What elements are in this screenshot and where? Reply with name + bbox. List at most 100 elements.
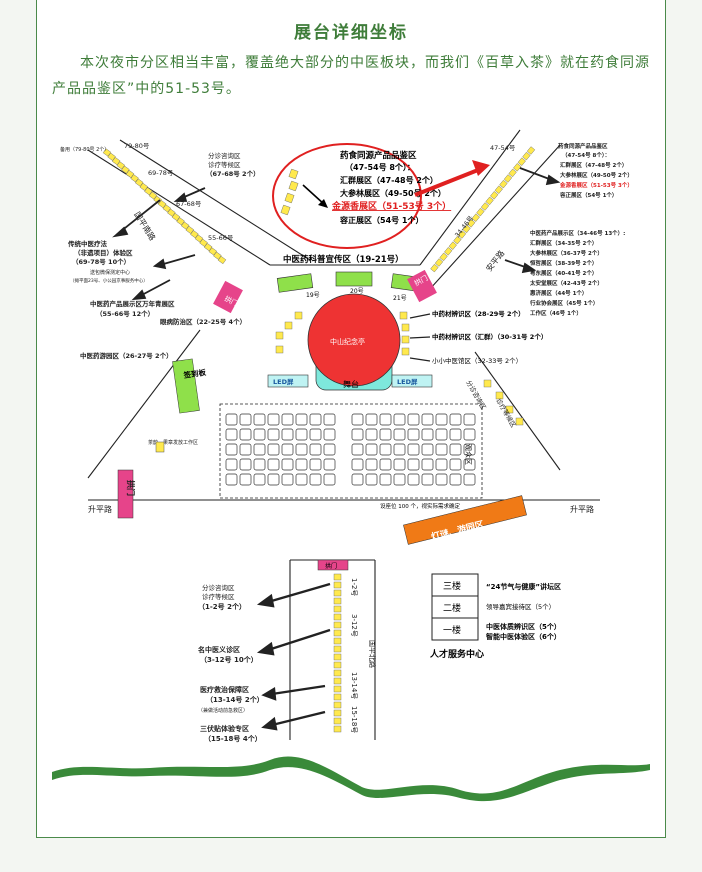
seat	[449, 428, 462, 441]
right-booth	[462, 224, 471, 234]
seat	[463, 458, 476, 471]
label-ct-count: （69-78号 10个）	[72, 257, 130, 266]
label-road-bottom: 国平北路	[368, 640, 377, 668]
label-bei-yong: 备用（79-80号 2个）	[60, 146, 109, 153]
label-r-gz: 工作区（46号 1个）	[530, 309, 582, 317]
bottom-booth	[333, 653, 342, 661]
bottom-booth	[333, 685, 342, 693]
seat	[435, 428, 448, 441]
right-booth	[434, 258, 444, 267]
led-left-label: LED屏	[273, 377, 294, 386]
seat	[253, 473, 266, 486]
right-booth	[471, 213, 480, 222]
seat	[309, 458, 322, 471]
bubble-hq: 汇群展区（47-48号 2个）	[340, 175, 438, 185]
seat	[323, 428, 336, 441]
bottom-booth-row	[333, 573, 342, 733]
seat	[407, 458, 420, 471]
label-ct-sub: （非遗项目）体验区	[74, 248, 133, 257]
seat	[379, 428, 392, 441]
seat	[407, 443, 420, 456]
seat	[351, 413, 364, 426]
label-r-hj: 惠济展区（44号 1个）	[530, 289, 587, 297]
right-booth	[503, 174, 513, 183]
left-booth	[158, 200, 167, 209]
seat	[351, 443, 364, 456]
seat	[365, 428, 378, 441]
bottom-booth	[333, 693, 342, 701]
label-69-78: 69-78号	[148, 169, 174, 177]
bottom-booth	[333, 573, 342, 581]
bubble-rz: 容正展区（54号 1个）	[339, 215, 423, 225]
right-booth	[453, 235, 462, 245]
seat	[379, 458, 392, 471]
seat-note: 设座位 100 个，视实际需求确定	[380, 502, 460, 510]
label-fz-zone: 分诊咨询区	[208, 151, 241, 160]
right-booth	[467, 219, 476, 228]
label-3-12: 3-12号	[350, 614, 358, 637]
left-booth	[162, 204, 171, 213]
road-lines	[87, 129, 600, 740]
seat	[351, 458, 364, 471]
seat	[421, 413, 434, 426]
seat	[225, 458, 238, 471]
label-47-54: 47-54号	[490, 144, 516, 152]
left-arrows	[112, 187, 206, 301]
seat	[239, 428, 252, 441]
page-title: 展台详细坐标	[294, 23, 408, 43]
label-mzy-count: （3-12号 10个）	[200, 655, 258, 664]
bottom-booth	[333, 581, 342, 589]
label-zc2: 中药材辨识区（汇群）（30-31号 2个）	[432, 332, 547, 341]
label-xx: 小小中医馆区（32-33号 2个）	[432, 356, 522, 365]
talent-center: 人才服务中心	[429, 648, 484, 660]
bubble-booth	[280, 204, 291, 216]
right-booth	[513, 163, 522, 172]
arch-right-top	[407, 269, 437, 303]
label-yp-count: （55-66号 12个）	[96, 309, 154, 318]
seat	[407, 413, 420, 426]
label-yl-count: （13-14号 2个）	[206, 695, 264, 704]
highlight-bubble: 药食同源产品品鉴区 （47-54号 8个）： 汇群展区（47-48号 2个） 大…	[272, 143, 451, 249]
seat	[407, 473, 420, 486]
right-booth	[522, 151, 531, 161]
seat	[295, 443, 308, 456]
label-zy-note: （摊平面23号、小公园京事服务中心）	[70, 277, 148, 284]
bubble-dsl: 大参林展区（49-50号 2个）	[340, 188, 446, 198]
arch-left-top	[213, 280, 243, 314]
right-booth	[439, 252, 448, 262]
left-booth	[208, 247, 217, 256]
left-booth	[217, 255, 227, 265]
seat	[323, 458, 336, 471]
intro-paragraph: 本次夜市分区相当丰富，覆盖绝大部分的中医板块，而我们《百草入茶》就在药食同源产品…	[52, 55, 650, 97]
label-yl-note: （兼做活动前急救区）	[198, 707, 248, 714]
seat	[393, 443, 406, 456]
right-booth	[485, 196, 494, 206]
label-20: 20号	[350, 288, 364, 295]
label-yd-count: （47-54号 8个）：	[562, 151, 610, 159]
left-booth	[125, 169, 135, 179]
label-rz: 容正展区（54号 1个）	[559, 191, 617, 199]
stage-booth	[505, 405, 514, 414]
seat	[267, 458, 280, 471]
stage-booth	[284, 321, 293, 330]
seat	[393, 413, 406, 426]
red-arrow	[414, 160, 490, 197]
seat	[449, 443, 462, 456]
stage-booth	[401, 347, 410, 356]
label-19: 19号	[306, 292, 320, 299]
seat	[253, 443, 266, 456]
label-ct-title: 传统中医疗法	[67, 239, 108, 248]
right-booth	[499, 179, 508, 189]
circle-label: 中山纪念亭	[330, 337, 365, 346]
left-booth	[153, 195, 162, 204]
right-booth	[490, 191, 499, 200]
bottom-booth	[333, 645, 342, 653]
label-road-left: 升平路	[88, 504, 112, 514]
audience-label: 观众区	[464, 444, 472, 465]
stage-booth	[483, 379, 492, 388]
label-ym-zone: 眼病防治区（22-25号 4个）	[160, 317, 246, 326]
bubble-booths	[280, 168, 299, 216]
led-right	[391, 374, 433, 388]
stage-booth	[401, 323, 410, 332]
right-booth	[508, 168, 517, 178]
